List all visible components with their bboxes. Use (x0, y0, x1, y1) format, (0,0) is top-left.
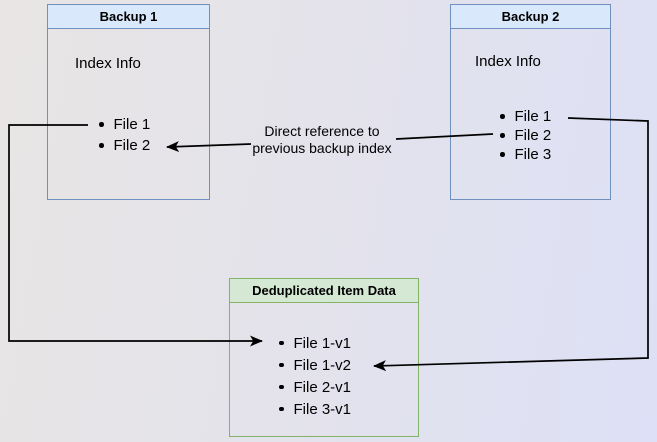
bullet-icon (500, 152, 505, 157)
annotation-line1: Direct reference to (264, 123, 380, 139)
list-item: File 2 (99, 135, 150, 156)
list-item-label: File 1-v1 (293, 334, 352, 352)
backup1-file-list: File 1 File 2 (99, 114, 150, 156)
bullet-icon (279, 384, 284, 390)
dedup-header: Deduplicated Item Data (230, 279, 418, 303)
annotation-line2: previous backup index (252, 139, 392, 156)
backup1-header: Backup 1 (48, 5, 209, 29)
backup1-index-info-label: Index Info (75, 55, 141, 72)
bullet-icon (500, 133, 505, 138)
dedup-title: Deduplicated Item Data (252, 283, 396, 298)
backup2-title: Backup 2 (501, 9, 560, 24)
bullet-icon (99, 143, 104, 148)
list-item: File 1-v2 (279, 354, 351, 376)
list-item-label: File 1-v2 (293, 356, 352, 374)
list-item-label: File 3-v1 (293, 400, 352, 418)
backup2-header: Backup 2 (451, 5, 610, 29)
list-item-label: File 2-v1 (293, 378, 352, 396)
list-item-label: File 1 (113, 116, 151, 133)
list-item-label: File 1 (514, 108, 552, 125)
bullet-icon (279, 406, 284, 412)
backup2-box: Backup 2 (450, 4, 611, 200)
list-item-label: File 2 (514, 127, 552, 144)
backup1-box: Backup 1 (47, 4, 210, 200)
list-item: File 1 (99, 114, 150, 135)
backup2-index-info-label: Index Info (475, 53, 541, 70)
bullet-icon (500, 114, 505, 119)
backup1-title: Backup 1 (99, 9, 158, 24)
list-item: File 1 (500, 107, 551, 126)
list-item-label: File 3 (514, 146, 552, 163)
list-item: File 1-v1 (279, 332, 351, 354)
bullet-icon (279, 362, 284, 368)
list-item-label: File 2 (113, 137, 151, 154)
dedup-file-list: File 1-v1 File 1-v2 File 2-v1 File 3-v1 (279, 332, 351, 420)
list-item: File 3 (500, 145, 551, 164)
bullet-icon (279, 340, 284, 346)
annotation-label: Direct reference to previous backup inde… (232, 123, 412, 156)
list-item: File 2 (500, 126, 551, 145)
bullet-icon (99, 122, 104, 127)
list-item: File 2-v1 (279, 376, 351, 398)
list-item: File 3-v1 (279, 398, 351, 420)
backup2-file-list: File 1 File 2 File 3 (500, 107, 551, 164)
